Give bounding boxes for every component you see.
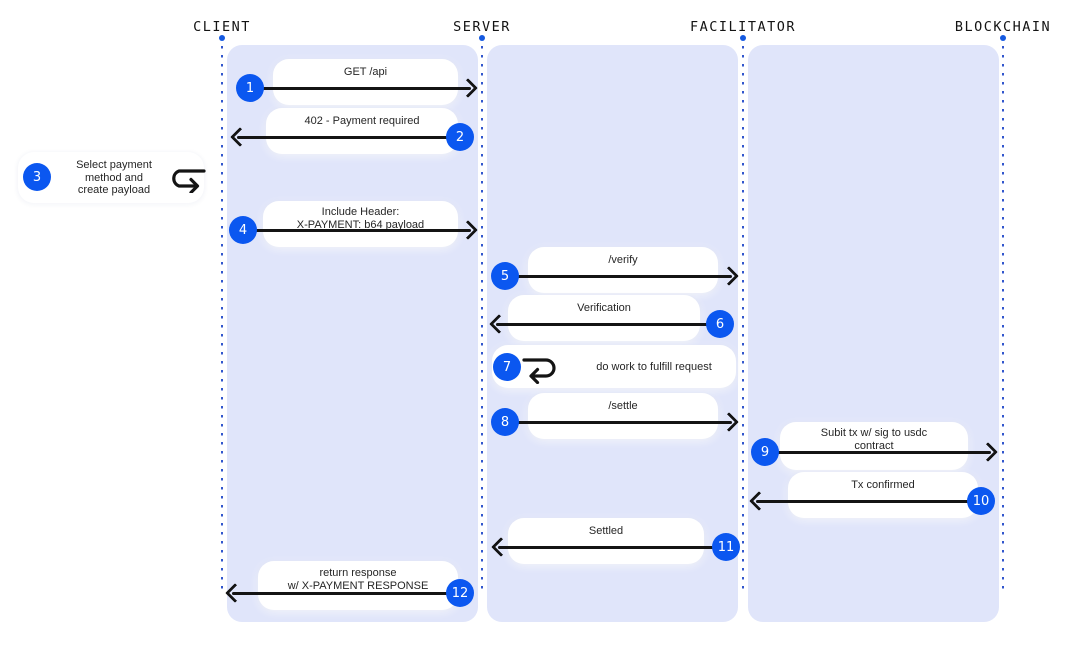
message-bubble-9: Subit tx w/ sig to usdc contract bbox=[780, 422, 968, 470]
arrow-2-server-to-client bbox=[230, 127, 460, 147]
message-bubble-11: Settled bbox=[508, 518, 704, 564]
lifeline-label-blockchain: BLOCKCHAIN bbox=[954, 19, 1052, 35]
lifeline-blockchain bbox=[1001, 46, 1005, 594]
self-loop-right-icon bbox=[172, 169, 206, 193]
message-label-5: /verify bbox=[608, 254, 638, 266]
lifeline-facilitator bbox=[741, 46, 745, 594]
arrow-6-facilitator-to-server bbox=[489, 314, 720, 334]
arrow-11-facilitator-to-server bbox=[491, 537, 726, 557]
message-label-7: do work to fulfill request bbox=[596, 360, 712, 373]
message-label-12: return response w/ X-PAYMENT RESPONSE bbox=[287, 567, 429, 592]
step-number-10: 10 bbox=[967, 487, 995, 515]
arrow-9-facilitator-to-blockchain bbox=[765, 442, 998, 462]
step-number-2: 2 bbox=[446, 123, 474, 151]
lifeline-dot-blockchain bbox=[1000, 35, 1006, 41]
arrow-4-client-to-server bbox=[243, 220, 478, 240]
step-number-5: 5 bbox=[491, 262, 519, 290]
message-bubble-2: 402 - Payment required bbox=[266, 108, 458, 154]
message-bubble-10: Tx confirmed bbox=[788, 472, 978, 518]
step-number-8: 8 bbox=[491, 408, 519, 436]
step-number-6: 6 bbox=[706, 310, 734, 338]
message-label-10: Tx confirmed bbox=[851, 479, 915, 491]
message-bubble-4: Include Header: X-PAYMENT: b64 payload bbox=[263, 201, 458, 247]
step-number-7: 7 bbox=[493, 353, 521, 381]
lifeline-dot-client bbox=[219, 35, 225, 41]
step-number-11: 11 bbox=[712, 533, 740, 561]
message-bubble-6: Verification bbox=[508, 295, 700, 341]
message-label-4: Include Header: X-PAYMENT: b64 payload bbox=[296, 206, 425, 231]
message-bubble-12: return response w/ X-PAYMENT RESPONSE bbox=[258, 561, 458, 610]
message-bubble-7: do work to fulfill request bbox=[492, 345, 736, 388]
lifeline-label-facilitator: FACILITATOR bbox=[690, 19, 796, 35]
message-label-2: 402 - Payment required bbox=[304, 115, 420, 127]
arrow-10-blockchain-to-facilitator bbox=[749, 491, 981, 511]
step-number-4: 4 bbox=[229, 216, 257, 244]
step-number-12: 12 bbox=[446, 579, 474, 607]
message-label-9: Subit tx w/ sig to usdc contract bbox=[820, 427, 928, 452]
panel-facilitator-blockchain bbox=[748, 45, 999, 622]
message-label-6: Verification bbox=[577, 302, 631, 314]
message-label-3: Select payment method and create payload bbox=[76, 159, 152, 196]
lifeline-dot-server bbox=[479, 35, 485, 41]
step-number-1: 1 bbox=[236, 74, 264, 102]
lifeline-dot-facilitator bbox=[740, 35, 746, 41]
arrow-12-server-to-client bbox=[225, 583, 460, 603]
message-bubble-5: /verify bbox=[528, 247, 718, 293]
lifeline-server bbox=[480, 46, 484, 594]
arrow-8-server-to-facilitator bbox=[505, 412, 739, 432]
message-label-8: /settle bbox=[608, 400, 638, 412]
message-bubble-1: GET /api bbox=[273, 59, 458, 105]
message-label-11: Settled bbox=[588, 525, 624, 537]
lifeline-client bbox=[220, 46, 224, 594]
step-number-9: 9 bbox=[751, 438, 779, 466]
self-loop-left-icon bbox=[522, 358, 556, 384]
message-label-1: GET /api bbox=[343, 66, 388, 78]
step-number-3: 3 bbox=[23, 163, 51, 191]
arrow-5-server-to-facilitator bbox=[505, 266, 739, 286]
arrow-1-client-to-server bbox=[250, 78, 478, 98]
lifeline-label-client: CLIENT bbox=[193, 19, 251, 35]
message-bubble-8: /settle bbox=[528, 393, 718, 439]
lifeline-label-server: SERVER bbox=[453, 19, 511, 35]
